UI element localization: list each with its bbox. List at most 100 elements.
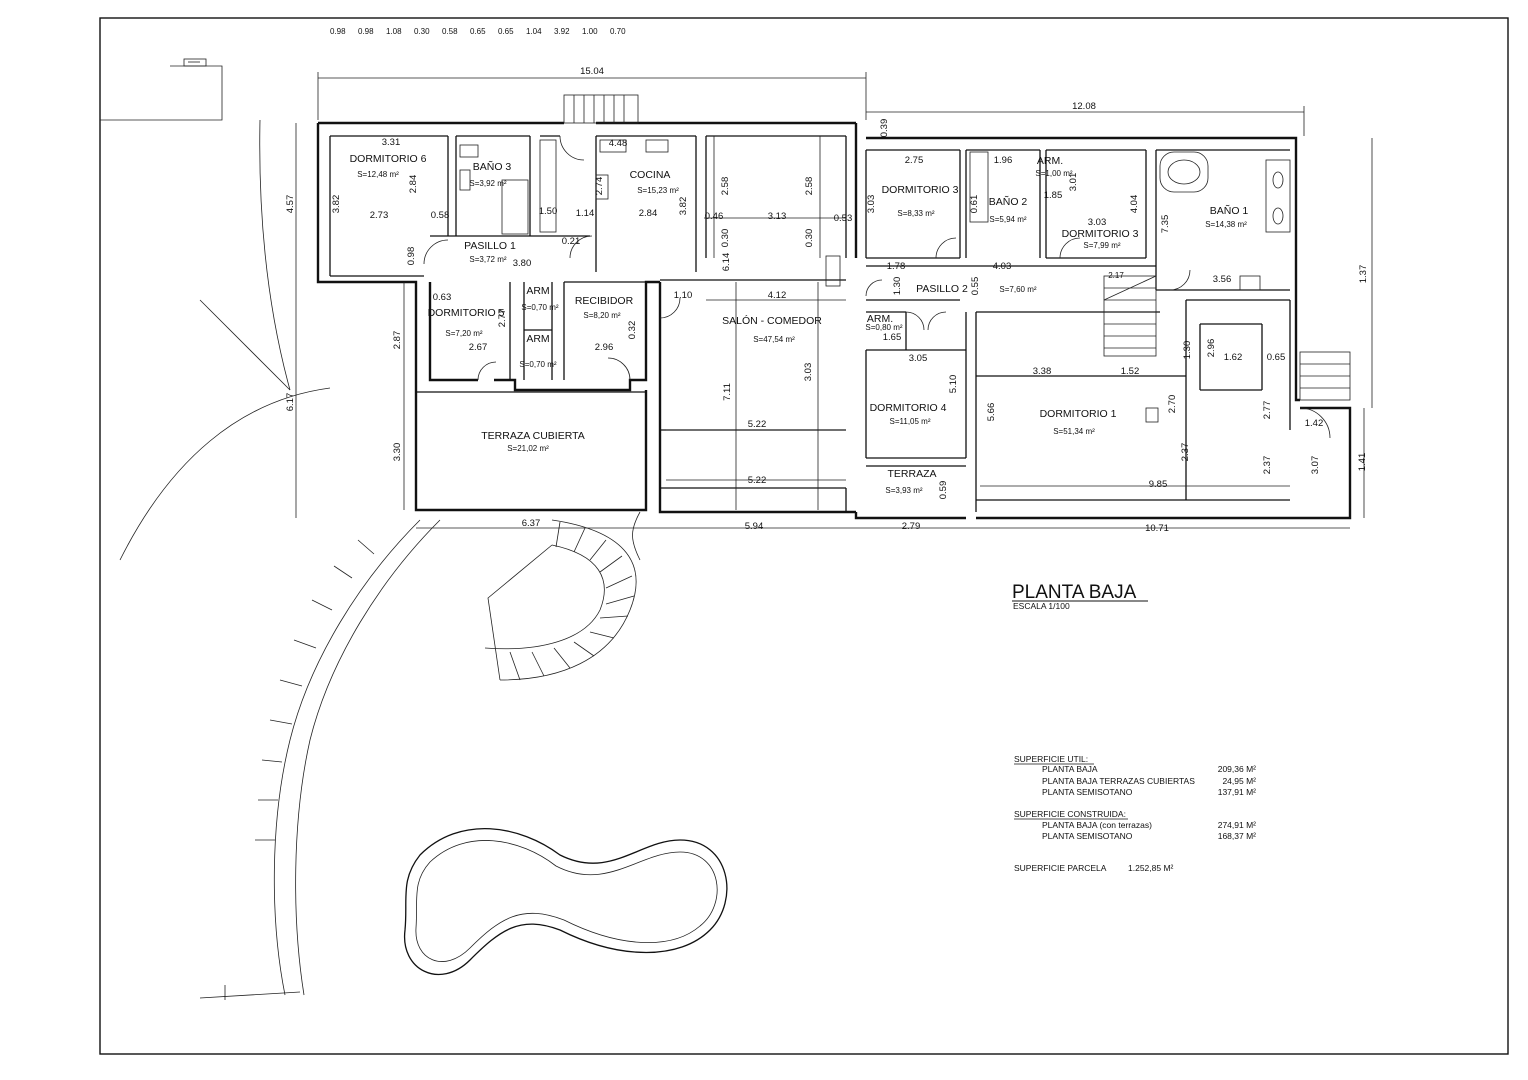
dim-label: 2.37 (1262, 456, 1273, 475)
dim-label: 2.75 (905, 155, 924, 166)
room-name: PASILLO 2 (916, 283, 968, 295)
dim-label: 0.59 (938, 481, 949, 500)
dim-label: 0.65 (470, 27, 486, 36)
dim-label: 1.85 (1044, 190, 1063, 201)
dim-label: 5.10 (948, 375, 959, 394)
room-area: S=3,92 m² (469, 179, 506, 188)
room-area: S=5,94 m² (989, 215, 1026, 224)
dim-label: 7.35 (1160, 215, 1171, 234)
dim-label: 2.58 (804, 177, 815, 196)
dim-label: 0.21 (562, 236, 581, 247)
dim-label: 1.65 (883, 332, 902, 343)
dim-label: 1.62 (1224, 352, 1243, 363)
room-name: BAÑO 3 (473, 160, 512, 173)
util-row-value: 24,95 M² (1222, 776, 1256, 786)
dim-label: 0.65 (1267, 352, 1286, 363)
dim-label: 2.58 (720, 177, 731, 196)
room-labels: DORMITORIO 6 S=12,48 m² BAÑO 3 S=3,92 m²… (350, 153, 1249, 495)
dim-label: 0.30 (720, 229, 731, 248)
parcel-value: 1.252,85 M² (1128, 863, 1174, 873)
site-marks (100, 58, 223, 121)
dim-label: 3.80 (513, 258, 532, 269)
dim-label: 2.79 (902, 521, 921, 532)
dim-label: 1.30 (892, 277, 903, 296)
dim-label: 0.30 (804, 229, 815, 248)
room-name: BAÑO 2 (989, 195, 1028, 208)
dim-label: 2.67 (469, 342, 488, 353)
interior-stair (1103, 275, 1157, 357)
util-row-value: 209,36 M² (1218, 764, 1256, 774)
dim-label: 1.14 (576, 208, 595, 219)
room-name: DORMITORIO 3 (1062, 228, 1139, 240)
room-area: S=0,80 m² (865, 323, 902, 332)
dim-label: 1.00 (582, 27, 598, 36)
room-area: S=8,20 m² (583, 311, 620, 320)
built-row-value: 168,37 M² (1218, 831, 1256, 841)
built-row-label: PLANTA BAJA (con terrazas) (1042, 820, 1152, 830)
room-area: S=15,23 m² (637, 186, 679, 195)
dim-label: 6.37 (522, 518, 541, 529)
util-row-value: 137,91 M² (1218, 787, 1256, 797)
built-header: SUPERFICIE CONSTRUIDA: (1014, 809, 1126, 819)
dim-label: 4.03 (993, 261, 1012, 272)
dim-label: 1.08 (386, 27, 402, 36)
room-name: DORMITORIO 6 (350, 153, 427, 165)
room-area: S=14,38 m² (1205, 220, 1247, 229)
built-row-value: 274,91 M² (1218, 820, 1256, 830)
dim-label: 0.70 (610, 27, 626, 36)
room-name: PASILLO 1 (464, 240, 516, 252)
dim-label: 2.84 (408, 175, 419, 194)
swimming-pool (404, 827, 728, 976)
util-row-label: PLANTA SEMISOTANO (1042, 787, 1133, 797)
room-area: S=21,02 m² (507, 444, 549, 453)
plan-title: PLANTA BAJA (1012, 582, 1137, 603)
dim-label: 2.70 (1167, 395, 1178, 414)
dim-label: 0.98 (406, 247, 417, 266)
dim-label: 1.37 (1358, 265, 1369, 284)
dim-label: 1.78 (887, 261, 906, 272)
dim-label: 12.08 (1072, 101, 1096, 112)
room-name: COCINA (630, 169, 671, 181)
dim-label: 2.37 (1180, 443, 1191, 462)
entry-stair-top (563, 94, 639, 124)
room-name: SALÓN - COMEDOR (722, 314, 822, 327)
room-area: S=7,99 m² (1083, 241, 1120, 250)
dim-label: 10.71 (1145, 523, 1169, 534)
util-row-label: PLANTA BAJA (1042, 764, 1098, 774)
util-header: SUPERFICIE UTIL: (1014, 754, 1088, 764)
dim-label: 3.92 (554, 27, 570, 36)
dim-label: 0.53 (834, 213, 853, 224)
room-area: S=8,33 m² (897, 209, 934, 218)
dim-label: 0.55 (970, 277, 981, 296)
dimension-lines (295, 72, 1373, 529)
curved-stair (255, 511, 641, 996)
side-steps (1299, 351, 1351, 401)
room-area: S=1,00 m² (1035, 169, 1072, 178)
room-name: ARM (526, 333, 549, 345)
room-name: BAÑO 1 (1210, 204, 1249, 217)
dim-label: 3.31 (382, 137, 401, 148)
dim-label: 2.77 (1262, 401, 1273, 420)
dim-label: 1.41 (1357, 453, 1368, 472)
dim-label: 0.98 (330, 27, 346, 36)
dim-label: 5.66 (986, 403, 997, 422)
dim-label: 2.96 (595, 342, 614, 353)
room-name: ARM. (1037, 155, 1063, 167)
dim-label: 0.30 (414, 27, 430, 36)
room-area: S=7,20 m² (445, 329, 482, 338)
dim-label: 3.82 (678, 197, 689, 216)
dim-label: 2.87 (392, 331, 403, 350)
dimension-texts: 15.04 12.08 3.31 4.48 2.75 1.96 2.73 0.5… (285, 66, 1369, 534)
room-area: S=0,70 m² (521, 303, 558, 312)
dim-label: 3.03 (866, 195, 877, 214)
dim-label: 3.38 (1033, 366, 1052, 377)
dim-label: 0.46 (705, 211, 724, 222)
areas-table: SUPERFICIE UTIL: PLANTA BAJA 209,36 M² P… (1014, 754, 1256, 873)
dim-label: 4.48 (609, 138, 628, 149)
dim-label: 2.74 (594, 177, 605, 196)
room-area: S=0,70 m² (519, 360, 556, 369)
dim-label: 3.13 (768, 211, 787, 222)
dim-label: 3.82 (331, 195, 342, 214)
room-area: S=3,93 m² (885, 486, 922, 495)
dim-label: 0.98 (358, 27, 374, 36)
